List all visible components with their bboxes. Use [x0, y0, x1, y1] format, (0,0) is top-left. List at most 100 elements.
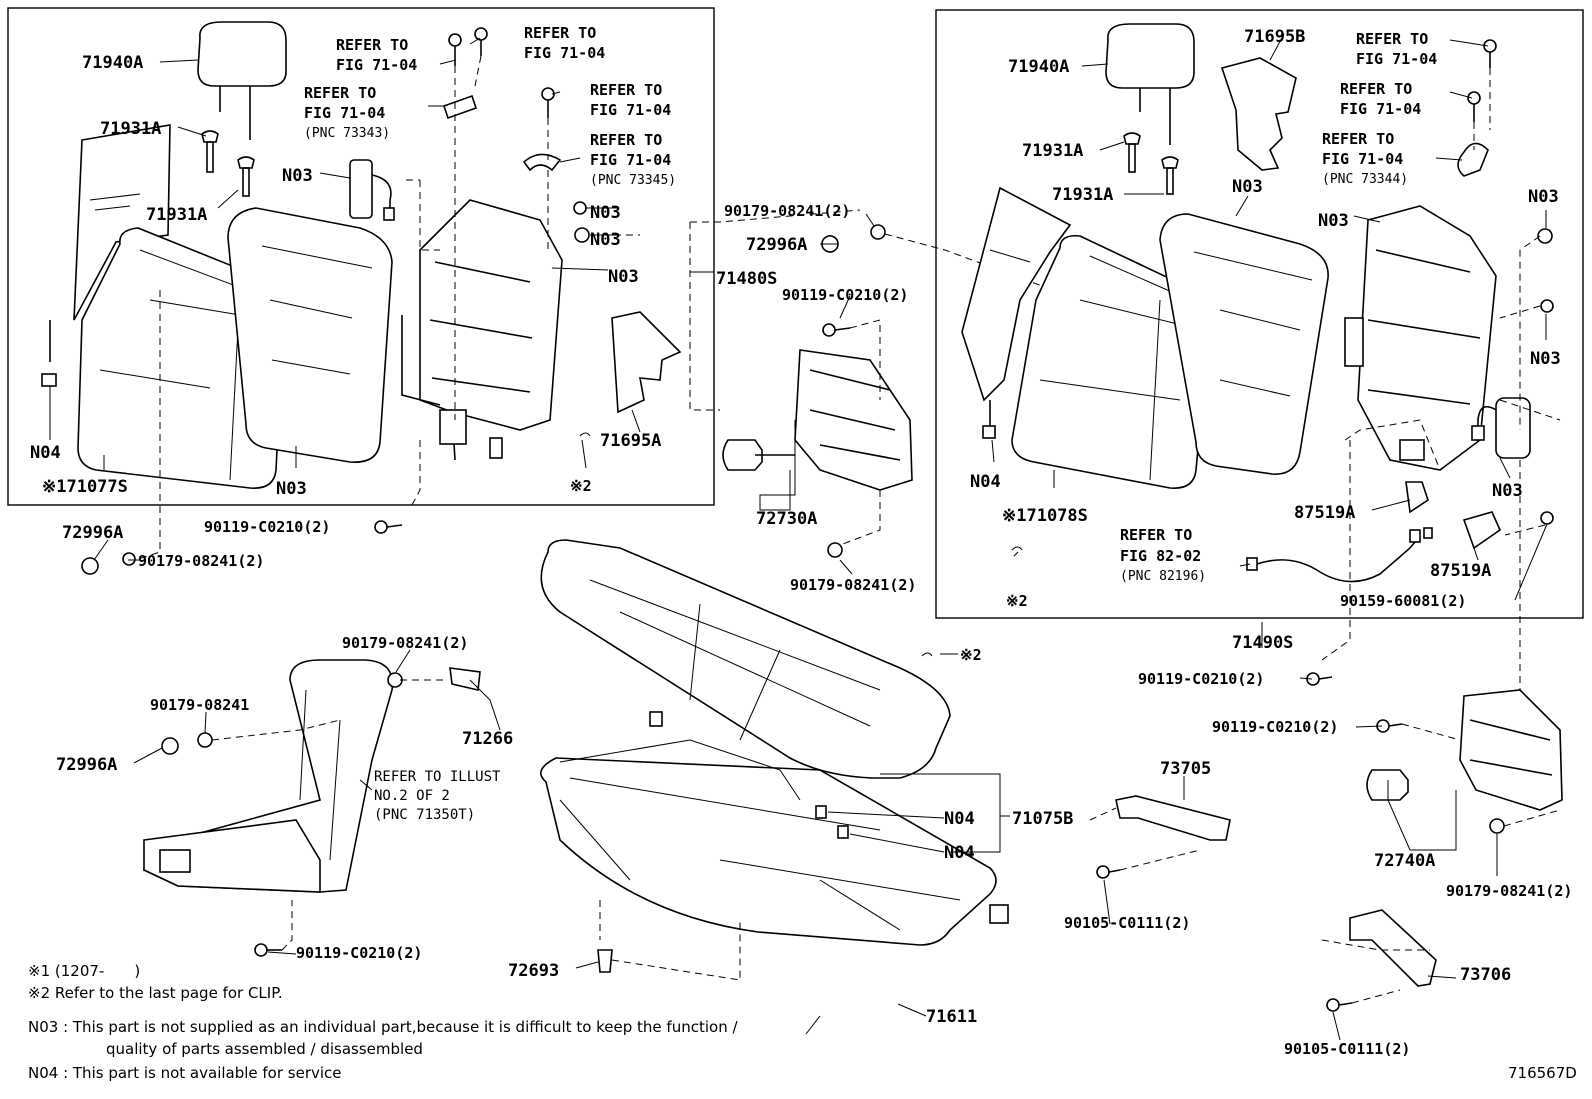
- hinge-right-lower[interactable]: [1459, 689, 1563, 811]
- label-90119-C0210: 90119-C0210(2): [1138, 670, 1264, 688]
- clip-72693[interactable]: [597, 949, 613, 973]
- label-N03: N03: [276, 479, 307, 499]
- svg-text:FIG 82-02: FIG 82-02: [1120, 547, 1201, 565]
- right-seatback-frame: [935, 9, 1584, 619]
- label-71931A: 71931A: [1052, 185, 1113, 205]
- label-71266: 71266: [462, 729, 513, 749]
- refer-fig-71-04-g: REFER TO FIG 71-04: [1340, 80, 1421, 118]
- label-N04: N04: [970, 472, 1001, 492]
- svg-text:(PNC 73343): (PNC 73343): [304, 126, 390, 141]
- svg-text:REFER TO: REFER TO: [524, 24, 596, 42]
- footnote-n03: N03 : This part is not supplied as an in…: [28, 1018, 738, 1036]
- svg-text:REFER TO: REFER TO: [1340, 80, 1412, 98]
- label-71931A: 71931A: [146, 205, 207, 225]
- label-90119-C0210: 90119-C0210(2): [1212, 718, 1338, 736]
- headrest-left[interactable]: [197, 21, 287, 140]
- label-N03: N03: [1530, 349, 1561, 369]
- label-71940A: 71940A: [1008, 57, 1069, 77]
- seat-heater-right[interactable]: [1471, 397, 1531, 459]
- lock-striker-center[interactable]: [722, 439, 795, 471]
- seat-heater-cushion[interactable]: [559, 711, 1009, 924]
- footnote-n04: N04 : This part is not available for ser…: [28, 1064, 342, 1082]
- svg-text:FIG 71-04: FIG 71-04: [336, 56, 417, 74]
- headrest-right[interactable]: [1105, 23, 1195, 145]
- seatback-board-left[interactable]: [611, 311, 682, 414]
- refer-fig-71-04-c: REFER TO FIG 71-04 (PNC 73343): [304, 84, 390, 141]
- seat-cushion-cover[interactable]: [540, 539, 951, 779]
- center-hinge-bracket[interactable]: [794, 349, 913, 491]
- seat-cushion-pad[interactable]: [540, 757, 997, 946]
- headrest-support-left[interactable]: [201, 130, 255, 197]
- label-71490S: 71490S: [1232, 633, 1293, 653]
- label-N04: N04: [944, 809, 975, 829]
- label-90119-C0210: 90119-C0210(2): [296, 944, 422, 962]
- label-90105-C0111: 90105-C0111(2): [1284, 1040, 1410, 1058]
- headrest-support-right[interactable]: [1123, 132, 1179, 195]
- label-clip-ref: ※2: [1006, 592, 1028, 610]
- label-71480S: 71480S: [716, 269, 777, 289]
- seatback-cushion-right[interactable]: [1159, 213, 1329, 475]
- label-90179-08241: 90179-08241(2): [724, 202, 850, 220]
- bolts-left-frame[interactable]: [81, 27, 590, 575]
- label-71075B: 71075B: [1012, 809, 1073, 829]
- label-N03: N03: [282, 166, 313, 186]
- svg-text:FIG 71-04: FIG 71-04: [590, 101, 671, 119]
- refer-fig-71-04-b: REFER TO FIG 71-04: [524, 24, 605, 62]
- label-73706: 73706: [1460, 965, 1511, 985]
- label-72996A: 72996A: [746, 235, 807, 255]
- bolts-right-frame[interactable]: [1405, 39, 1554, 550]
- label-72996A: 72996A: [56, 755, 117, 775]
- left-seatback-frame: [7, 7, 715, 506]
- board-71695B[interactable]: [1220, 57, 1297, 171]
- label-N03: N03: [1528, 187, 1559, 207]
- footnote-n03-cont: quality of parts assembled / disassemble…: [106, 1040, 423, 1058]
- seatback-cushion-left[interactable]: [227, 207, 393, 463]
- refer-fig-71-04-f: REFER TO FIG 71-04: [1356, 30, 1437, 68]
- refer-illust-no2: REFER TO ILLUST NO.2 OF 2 (PNC 71350T): [374, 769, 501, 823]
- label-71077S: ※171077S: [42, 477, 128, 497]
- label-71695B: 71695B: [1244, 27, 1305, 47]
- label-72730A: 72730A: [756, 509, 817, 529]
- svg-text:REFER TO: REFER TO: [1356, 30, 1428, 48]
- refer-fig-71-04-h: REFER TO FIG 71-04 (PNC 73344): [1322, 130, 1408, 187]
- label-71611: 71611: [926, 1007, 977, 1027]
- label-90179-08241: 90179-08241(2): [790, 576, 916, 594]
- svg-text:(PNC 71350T): (PNC 71350T): [374, 807, 475, 823]
- bracket-73705[interactable]: [1115, 795, 1231, 841]
- footnote-2: ※2 Refer to the last page for CLIP.: [28, 984, 283, 1002]
- svg-text:REFER TO ILLUST: REFER TO ILLUST: [374, 769, 501, 785]
- svg-text:NO.2 OF 2: NO.2 OF 2: [374, 788, 450, 804]
- svg-text:REFER TO: REFER TO: [1120, 526, 1192, 544]
- label-clip-ref: ※2: [960, 646, 982, 664]
- label-87519A: 87519A: [1294, 503, 1355, 523]
- seatback-frame-left[interactable]: [401, 199, 563, 461]
- seat-heater-left[interactable]: [349, 159, 395, 221]
- label-N04: N04: [944, 843, 975, 863]
- svg-text:REFER TO: REFER TO: [304, 84, 376, 102]
- label-87519A: 87519A: [1430, 561, 1491, 581]
- label-71931A: 71931A: [100, 119, 161, 139]
- armrest-hardware[interactable]: [161, 667, 481, 957]
- label-71695A: 71695A: [600, 431, 661, 451]
- label-90179-08241: 90179-08241: [150, 696, 249, 714]
- label-N03: N03: [1492, 481, 1523, 501]
- refer-fig-71-04-e: REFER TO FIG 71-04 (PNC 73345): [590, 131, 676, 188]
- label-N03: N03: [608, 267, 639, 287]
- bracket-73706[interactable]: [1349, 909, 1437, 987]
- svg-text:REFER TO: REFER TO: [1322, 130, 1394, 148]
- armrest[interactable]: [143, 659, 394, 893]
- svg-text:FIG 71-04: FIG 71-04: [590, 151, 671, 169]
- label-72740A: 72740A: [1374, 851, 1435, 871]
- label-90179-08241: 90179-08241(2): [138, 552, 264, 570]
- label-72996A: 72996A: [62, 523, 123, 543]
- svg-text:FIG 71-04: FIG 71-04: [524, 44, 605, 62]
- svg-text:FIG 71-04: FIG 71-04: [1340, 100, 1421, 118]
- label-71940A: 71940A: [82, 53, 143, 73]
- seatback-pad-right[interactable]: [961, 186, 1072, 439]
- svg-text:FIG 71-04: FIG 71-04: [304, 104, 385, 122]
- harness-71490S[interactable]: [1246, 527, 1433, 583]
- label-90179-08241: 90179-08241(2): [1446, 882, 1572, 900]
- svg-text:FIG 71-04: FIG 71-04: [1322, 150, 1403, 168]
